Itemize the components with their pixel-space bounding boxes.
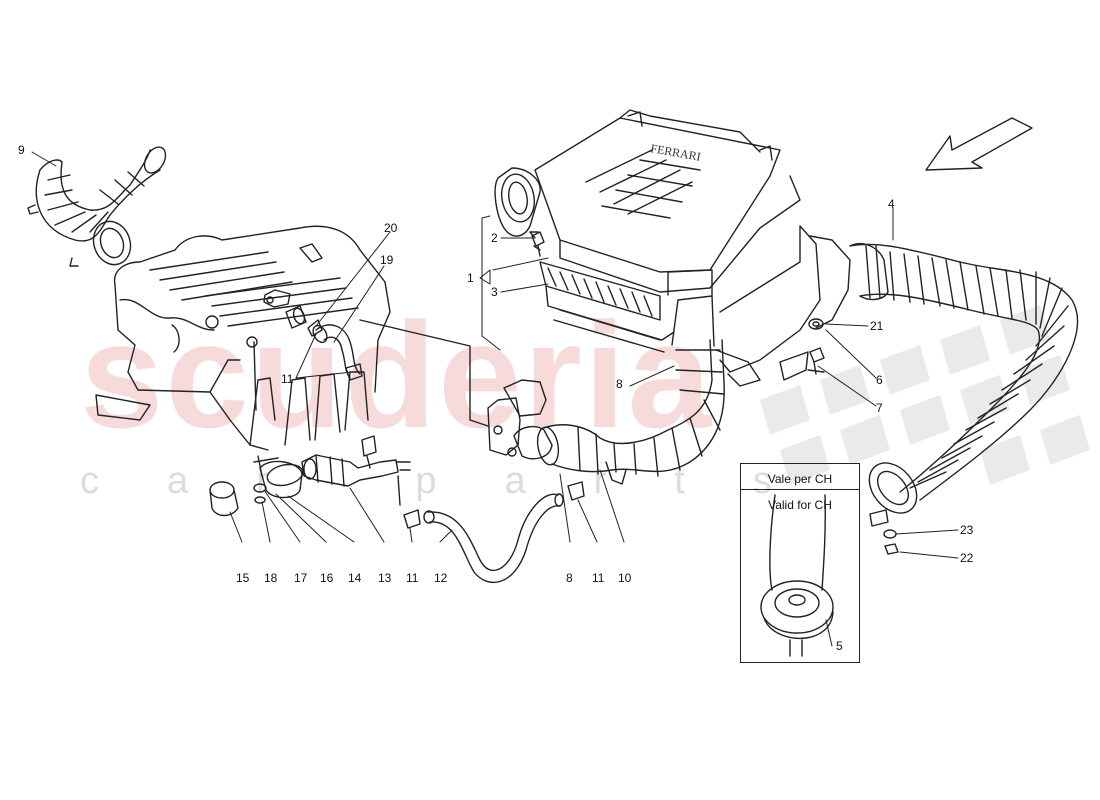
watermark-main: scuderia (80, 291, 713, 459)
callout-19: 19 (380, 253, 394, 267)
callout-18: 18 (264, 571, 278, 585)
checker-watermark (760, 305, 1090, 485)
part-10-bellows (536, 269, 725, 485)
part-2-screw (531, 231, 545, 257)
part-19-hose (312, 324, 361, 379)
callout-15: 15 (236, 571, 250, 585)
callout-17: 17 (294, 571, 308, 585)
part-12-hose (423, 493, 564, 584)
callout-11-lower-a: 11 (406, 571, 419, 585)
throttle-body (359, 319, 553, 460)
part-9-intake-pipe (27, 146, 167, 267)
callout-2: 2 (491, 231, 498, 245)
callout-11-upper: 11 (281, 372, 294, 386)
callout-4: 4 (888, 197, 895, 211)
part-5-inset-drawing (760, 494, 834, 657)
leader-lines (31, 151, 959, 647)
part-6-7-mount (807, 347, 825, 375)
inset-divider (741, 489, 859, 490)
part-16-coupling (253, 457, 304, 499)
part-20-connector (285, 305, 307, 329)
arrow-direction-icon (925, 117, 1033, 171)
inset-title-en: Valid for CH (768, 498, 832, 512)
callout-1: 1 (467, 271, 474, 285)
inset-title-it: Vale per CH (767, 472, 833, 486)
intake-manifold (95, 225, 391, 451)
callout-14: 14 (348, 571, 362, 585)
callout-3: 3 (491, 285, 498, 299)
callout-12: 12 (434, 571, 448, 585)
callout-10: 10 (618, 571, 632, 585)
callout-23: 23 (960, 523, 974, 537)
inset-ch-variant: Vale per CH Valid for CH (740, 463, 860, 663)
part-4-flex-hose (849, 242, 1078, 555)
callout-11-lower-b: 11 (592, 571, 605, 585)
callout-6: 6 (876, 373, 883, 387)
callout-21: 21 (870, 319, 884, 333)
part-17-18-washers (253, 455, 267, 504)
callout-22: 22 (960, 551, 974, 565)
part-21-grommet (808, 318, 824, 330)
callout-8-lower: 8 (566, 571, 573, 585)
callout-20: 20 (384, 221, 398, 235)
part-15-sleeve (209, 481, 239, 517)
part-11-clamps-upper (307, 319, 363, 381)
callout-7: 7 (876, 401, 883, 415)
callout-13: 13 (378, 571, 392, 585)
svg-text:FERRARI: FERRARI (649, 141, 701, 164)
part-11-clamp-lower (403, 481, 585, 529)
part-13-idle-valve (301, 435, 411, 506)
callout-16: 16 (320, 571, 334, 585)
callout-5: 5 (836, 639, 843, 653)
callout-8-upper: 8 (616, 377, 623, 391)
callout-9: 9 (18, 143, 25, 157)
